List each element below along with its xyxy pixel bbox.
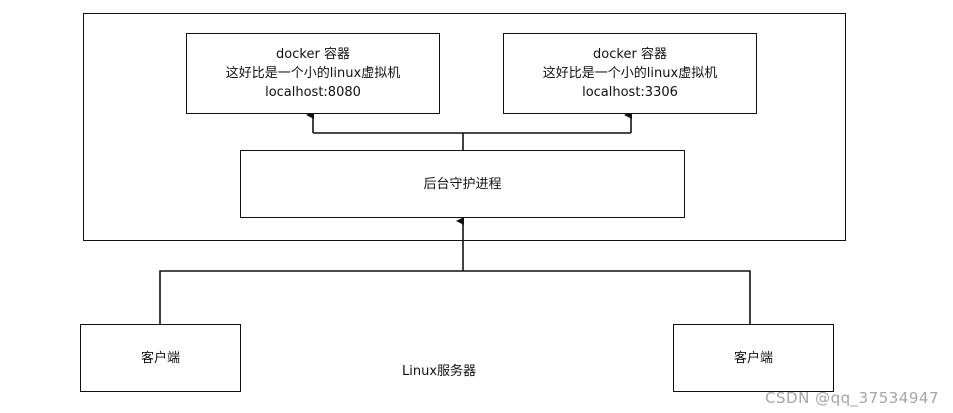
container-address: localhost:8080 <box>265 85 361 100</box>
docker-container-3306: docker 容器 这好比是一个小的linux虚拟机 localhost:330… <box>503 33 757 114</box>
daemon-label: 后台守护进程 <box>423 176 502 192</box>
linux-server-frame <box>83 13 846 241</box>
client-label: 客户端 <box>733 350 773 366</box>
daemon-process-box: 后台守护进程 <box>240 150 685 218</box>
client-box-left: 客户端 <box>80 324 241 392</box>
container-title: docker 容器 <box>276 47 350 62</box>
container-description: 这好比是一个小的linux虚拟机 <box>225 66 401 81</box>
container-description: 这好比是一个小的linux虚拟机 <box>542 66 718 81</box>
watermark: CSDN @qq_37534947 <box>765 389 939 407</box>
container-title: docker 容器 <box>593 47 667 62</box>
server-label: Linux服务器 <box>402 364 477 379</box>
container-address: localhost:3306 <box>582 85 678 100</box>
client-label: 客户端 <box>140 350 180 366</box>
client-box-right: 客户端 <box>673 324 834 392</box>
docker-container-8080: docker 容器 这好比是一个小的linux虚拟机 localhost:808… <box>186 33 440 114</box>
clients-horizontal <box>159 270 751 324</box>
